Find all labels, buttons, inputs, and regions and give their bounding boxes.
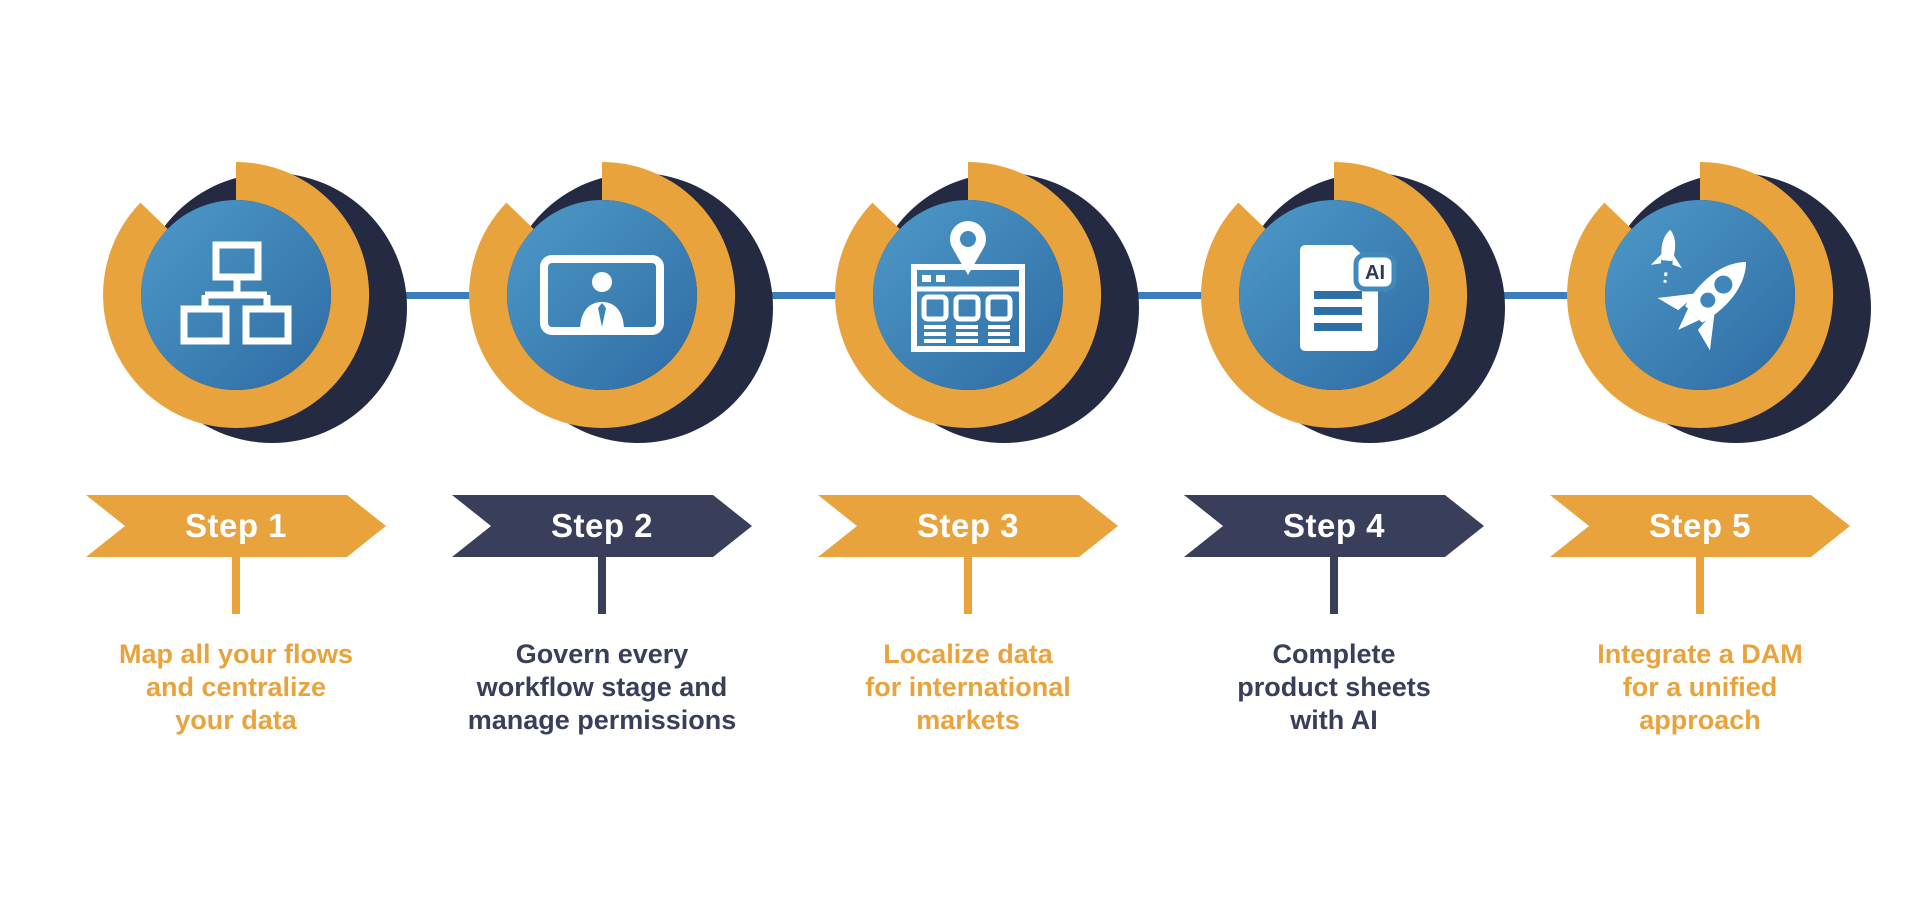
step-1-stick (232, 557, 240, 614)
step-4-circle: AI (1201, 161, 1505, 443)
step-3-description: Localize data for international markets (865, 639, 1071, 736)
step-4-label: Step 4 (1282, 507, 1386, 544)
step-4-stick (1330, 557, 1338, 614)
step-1-banner: Step 1 (86, 495, 386, 557)
step-4-description: Complete product sheets with AI (1237, 639, 1431, 736)
step-2-circle (469, 161, 773, 443)
rocket-icon (1650, 229, 1747, 351)
step-5-label: Step 5 (1648, 507, 1752, 544)
step-4-banner: Step 4 (1184, 495, 1484, 557)
step-3-label: Step 3 (916, 507, 1020, 544)
map-pin-browser-icon (911, 221, 1025, 352)
presenter-screen-icon (540, 255, 664, 335)
step-column-4: AI Step 4 Complete product sheets with A… (1151, 0, 1517, 738)
sitemap-icon (180, 241, 292, 345)
step-2-label: Step 2 (550, 507, 654, 544)
step-1-description: Map all your flows and centralize your d… (118, 639, 354, 736)
step-5-stick (1696, 557, 1704, 614)
step-3-circle (835, 161, 1139, 443)
ai-document-icon: AI (1300, 245, 1397, 351)
step-1-label: Step 1 (184, 507, 288, 544)
step-3-stick (964, 557, 972, 614)
step-2-description: Govern every workflow stage and manage p… (467, 639, 737, 736)
ai-badge-label: AI (1365, 262, 1385, 284)
steps-row: Step 1 Map all your flows and centralize… (53, 0, 1883, 738)
step-1-circle (103, 161, 407, 443)
step-5-description: Integrate a DAM for a unified approach (1597, 639, 1803, 736)
step-2-banner: Step 2 (452, 495, 752, 557)
step-5-banner: Step 5 (1550, 495, 1850, 557)
step-column-5: Step 5 Integrate a DAM for a unified app… (1517, 0, 1883, 738)
step-2-stick (598, 557, 606, 614)
step-column-3: Step 3 Localize data for international m… (785, 0, 1151, 738)
step-3-banner: Step 3 (818, 495, 1118, 557)
inner-blue-circle (507, 200, 697, 390)
step-column-2: Step 2 Govern every workflow stage and m… (419, 0, 785, 738)
step-5-circle (1567, 161, 1871, 443)
step-column-1: Step 1 Map all your flows and centralize… (53, 0, 419, 738)
